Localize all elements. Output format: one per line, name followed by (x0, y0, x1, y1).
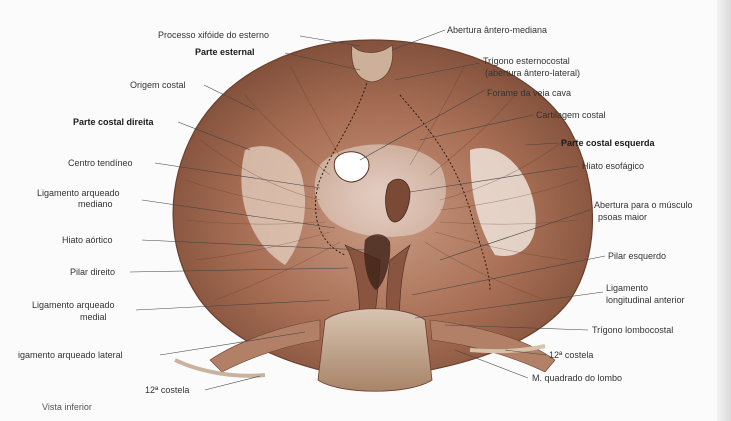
label-hiato-aortico: Hiato aórtico (62, 235, 113, 245)
label-trigono-esternocostal-2: (abertura ântero-lateral) (485, 68, 580, 78)
vena-cava-foramen (334, 152, 369, 182)
label-abertura-antero-mediana: Abertura ântero-mediana (447, 25, 547, 35)
label-trigono-lombocostal: Trígono lombocostal (592, 325, 673, 335)
label-origem-costal: Origem costal (130, 80, 186, 90)
figure-caption: Vista inferior (42, 402, 92, 412)
label-abertura-psoas-2: psoas maior (598, 212, 647, 222)
label-trigono-esternocostal-1: Trígono esternocostal (483, 56, 570, 66)
label-centro-tendineo: Centro tendíneo (68, 158, 133, 168)
label-pilar-esquerdo: Pilar esquerdo (608, 251, 666, 261)
label-ligamento-longitudinal-2: longitudinal anterior (606, 295, 685, 305)
vertebral-column (318, 309, 432, 392)
label-ligamento-arqueado-mediano-2: mediano (78, 199, 113, 209)
label-forame-veia-cava: Forame da veia cava (487, 88, 571, 98)
label-quadrado-lombo: M. quadrado do lombo (532, 373, 622, 383)
label-parte-costal-esquerda: Parte costal esquerda (561, 138, 655, 148)
label-ligamento-arqueado-medial-2: medial (80, 312, 107, 322)
label-processo-xifoide: Processo xifóide do esterno (158, 30, 269, 40)
label-cartilagem-costal: Cartilagem costal (536, 110, 606, 120)
label-ligamento-arqueado-medial-1: Ligamento arqueado (32, 300, 115, 310)
label-parte-esternal: Parte esternal (195, 47, 255, 57)
label-ligamento-arqueado-lateral: igamento arqueado lateral (18, 350, 123, 360)
label-abertura-psoas-1: Abertura para o músculo (594, 200, 693, 210)
label-12-costela-right: 12ª costela (549, 350, 593, 360)
label-hiato-esofagico: Hiato esofágico (582, 161, 644, 171)
label-ligamento-longitudinal-1: Ligamento (606, 283, 648, 293)
label-pilar-direito: Pilar direito (70, 267, 115, 277)
label-parte-costal-direita: Parte costal direita (73, 117, 154, 127)
central-tendon (315, 144, 446, 237)
label-ligamento-arqueado-mediano-1: Ligamento arqueado (37, 188, 120, 198)
label-12-costela-left: 12ª costela (145, 385, 189, 395)
